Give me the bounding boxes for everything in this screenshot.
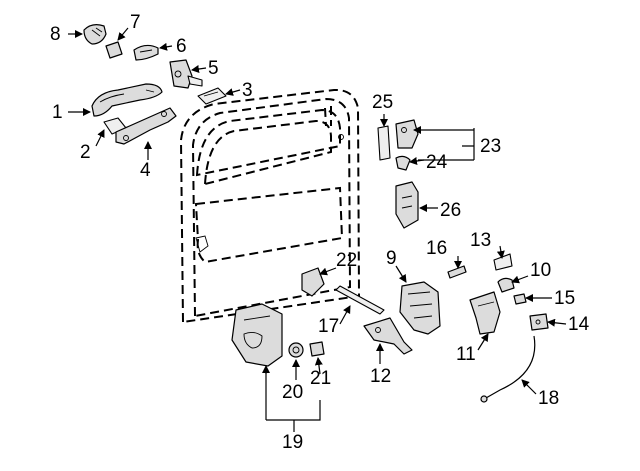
callout-26: 26 [440,200,461,221]
clip-part [493,253,513,271]
callout-3: 3 [242,80,253,101]
callout-17: 17 [318,316,339,337]
striker-part [395,119,419,149]
latch-bracket-part [469,291,501,335]
callout-1: 1 [52,102,63,123]
callout-5: 5 [208,58,219,79]
release-cable-part [480,335,536,403]
callout-15: 15 [554,288,575,309]
door-frame-outline [179,88,361,324]
seal-part [197,87,227,105]
bushing-part [309,341,325,357]
link-lever-part [363,317,413,355]
leader-lines [68,27,567,432]
callout-7: 7 [130,12,141,33]
callout-9: 9 [386,248,397,269]
bumper-part [395,155,411,171]
callout-21: 21 [310,368,331,389]
callout-6: 6 [176,36,187,57]
callout-2: 2 [80,142,91,163]
callout-23: 23 [480,136,501,157]
callout-4: 4 [140,160,151,181]
callout-19: 19 [282,432,303,453]
striker-bolt-part [513,293,527,305]
callout-16: 16 [426,238,447,259]
grommet-part [288,342,304,358]
end-cap-part [105,41,123,59]
callout-10: 10 [530,260,551,281]
outside-handle-part [91,83,163,117]
callout-18: 18 [538,388,559,409]
actuator-rod-part [335,285,385,315]
door-lock-actuator-part [399,281,441,335]
callout-11: 11 [456,344,476,365]
callout-24: 24 [426,152,448,173]
callout-25: 25 [372,92,393,113]
callout-22: 22 [336,250,357,271]
latch-assembly-part [231,303,283,367]
callout-labels: 1 2 3 4 5 6 7 8 9 10 11 12 13 14 15 16 1… [50,12,590,453]
screw-part [497,277,515,293]
striker-plate-part [529,313,549,331]
bolt-part [447,265,467,279]
lock-cylinder-part [169,59,203,89]
callout-14: 14 [568,314,590,335]
hinge-plate-part [377,125,391,161]
cover-part [133,44,159,61]
handle-bracket-part [115,107,177,145]
callout-12: 12 [370,366,391,387]
small-bracket-part [301,267,325,297]
upper-latch-part [395,181,419,229]
handle-cap-part [83,24,107,45]
callout-8: 8 [50,24,61,45]
callout-13: 13 [470,230,491,251]
callout-20: 20 [282,382,303,403]
